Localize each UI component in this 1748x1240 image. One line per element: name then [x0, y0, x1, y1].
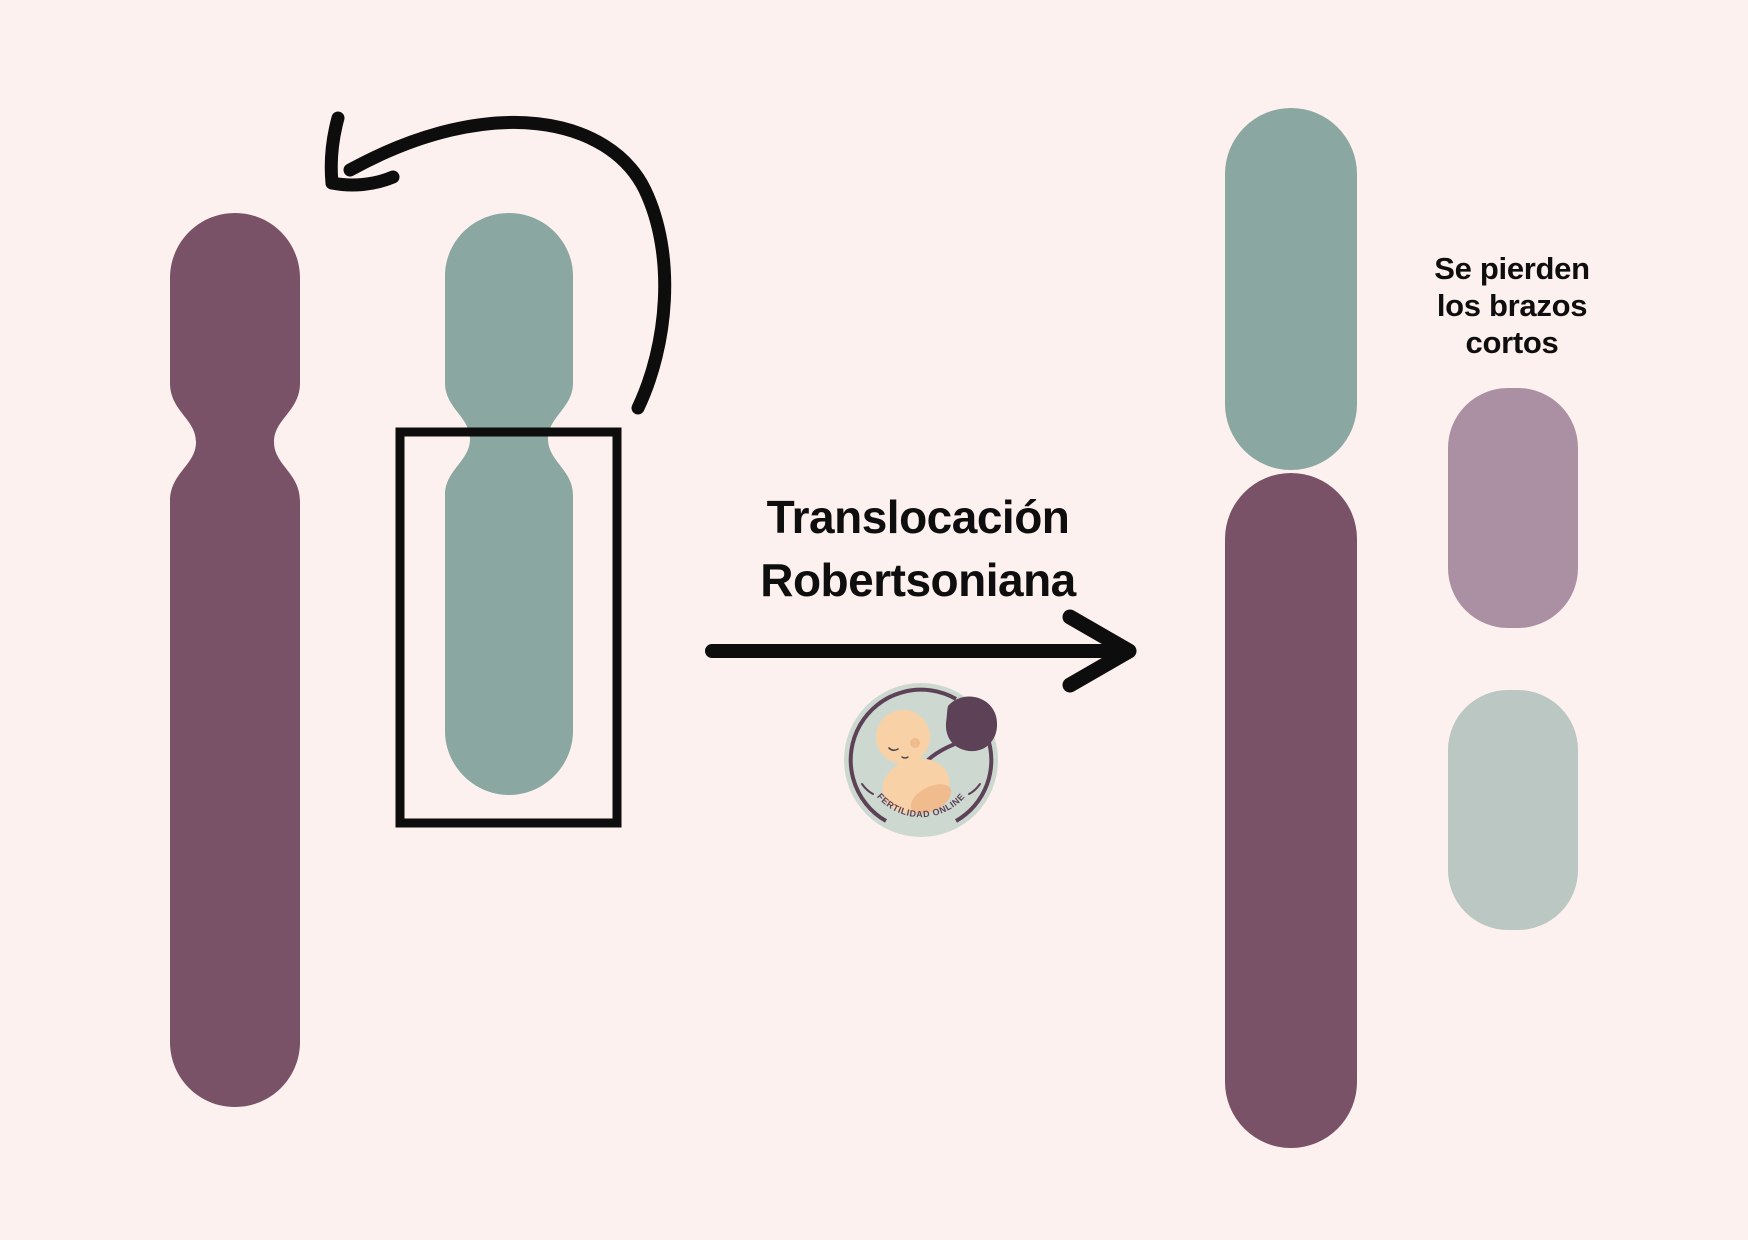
transition-arrow	[705, 609, 1137, 693]
curved-arrow-shaft	[343, 116, 672, 415]
title-line-1: Translocación	[766, 491, 1070, 543]
lost-arms-annotation: Se pierden los brazos cortos	[1372, 250, 1652, 361]
annotation-line-2: los brazos	[1436, 288, 1588, 323]
selection-box	[395, 427, 622, 828]
logo-baby	[876, 710, 952, 814]
fertilidad-online-logo: FERTILIDAD ONLINE	[844, 683, 998, 837]
baby-ear	[910, 738, 920, 748]
logo-placenta	[945, 696, 998, 752]
lost-short-arm-green	[1448, 690, 1578, 930]
curved-arrowhead-stroke-1	[324, 111, 345, 190]
fused-chromosome-purple-segment	[1225, 473, 1357, 1148]
fused-chromosome-green-segment	[1225, 108, 1357, 470]
curved-arrowhead-stroke-2	[325, 170, 400, 192]
curved-translocation-arrow	[324, 111, 672, 415]
diagram-title: Translocación Robertsoniana	[668, 486, 1168, 612]
annotation-line-1: Se pierden	[1434, 251, 1590, 286]
purple-chromosome	[170, 213, 300, 1107]
logo-dash-right	[968, 783, 981, 795]
logo-ring-arc-right	[955, 735, 994, 823]
baby-head	[876, 710, 930, 764]
transition-arrowhead	[1062, 609, 1137, 693]
baby-closed-eye	[888, 747, 899, 752]
logo-ring-arc-left	[848, 687, 957, 823]
green-chromosome	[445, 213, 573, 795]
title-line-2: Robertsoniana	[760, 554, 1076, 606]
annotation-line-3: cortos	[1465, 325, 1559, 360]
baby-mouth	[901, 756, 909, 759]
baby-leg	[910, 784, 952, 814]
lost-short-arm-purple	[1448, 388, 1578, 628]
logo-dash-left	[861, 783, 874, 795]
